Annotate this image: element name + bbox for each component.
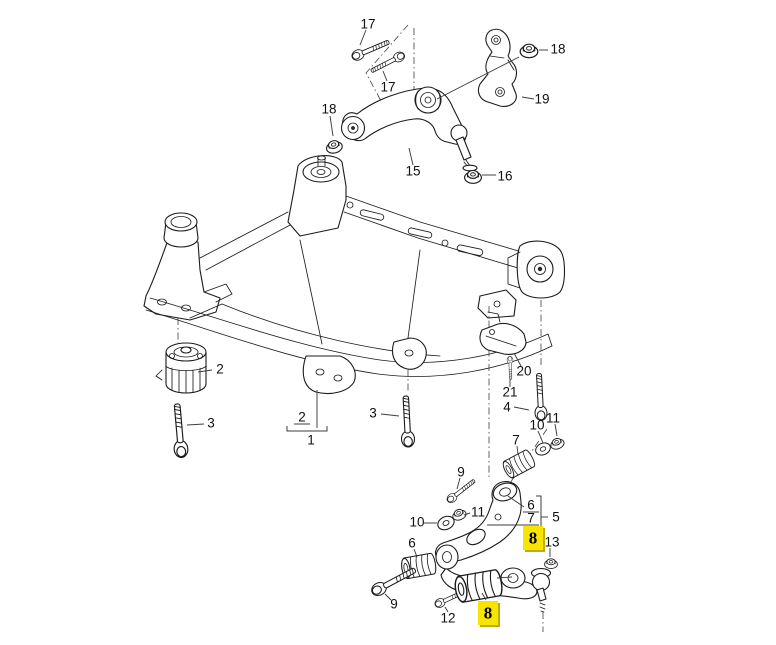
bushing-7 xyxy=(500,448,537,480)
part-label-18: 18 xyxy=(321,102,336,117)
bolt-3-left xyxy=(169,402,190,459)
part-label-3: 3 xyxy=(207,416,215,431)
highlight-box xyxy=(523,526,543,550)
leader-line xyxy=(481,592,487,601)
screw-21 xyxy=(506,356,514,380)
part-label-18: 18 xyxy=(550,42,565,57)
part-label-9: 9 xyxy=(457,465,465,480)
part-label-16: 16 xyxy=(497,169,512,184)
part-label-10: 10 xyxy=(529,418,544,433)
nut-18-left xyxy=(324,138,345,156)
bolt-9-lower xyxy=(368,563,419,599)
part-label-5: 5 xyxy=(552,510,560,525)
leader-line xyxy=(436,56,520,100)
part-label-6: 6 xyxy=(408,536,416,551)
upper-control-arm-15 xyxy=(340,86,478,172)
rubber-mount-2 xyxy=(155,342,207,394)
bolt-17-a xyxy=(349,36,392,63)
leader-line xyxy=(186,423,205,426)
part-label-7: 7 xyxy=(512,433,520,448)
part-label-13: 13 xyxy=(544,535,559,550)
axis-line xyxy=(505,428,548,490)
nut-18-upper xyxy=(519,43,539,59)
part-label-3: 3 xyxy=(369,406,377,421)
upper-control-arm-group xyxy=(324,28,539,184)
bolt-9-upper xyxy=(444,476,478,505)
part-label-9: 9 xyxy=(390,597,398,612)
washer-10-upper xyxy=(533,440,553,458)
part-label-8-highlighted: 8 xyxy=(529,529,538,548)
part-label-6: 6 xyxy=(527,498,535,513)
part-label-21: 21 xyxy=(502,385,517,400)
leader-line xyxy=(359,29,367,46)
leader-line xyxy=(329,115,334,137)
leader-line xyxy=(413,548,418,558)
bolt-3-right xyxy=(398,395,416,448)
leader-line xyxy=(408,147,414,166)
part-label-19: 19 xyxy=(534,92,549,107)
nut-11-upper xyxy=(548,435,566,452)
part-label-2: 2 xyxy=(216,362,224,377)
leader-line xyxy=(521,96,535,100)
leader-line xyxy=(382,70,388,82)
part-label-8-highlighted: 8 xyxy=(484,604,493,623)
nut-13 xyxy=(544,558,558,570)
leader-line xyxy=(384,593,392,601)
leader-line xyxy=(554,423,558,437)
part-label-11: 11 xyxy=(546,411,560,426)
assembly-bracket xyxy=(286,426,328,432)
bushing-8-hydro xyxy=(452,568,505,604)
leader-line xyxy=(463,512,471,516)
part-label-2: 2 xyxy=(298,410,306,425)
leader-line xyxy=(516,445,519,455)
leader-line xyxy=(507,495,525,508)
leader-line xyxy=(444,606,449,613)
ball-joint xyxy=(530,567,552,613)
axis-line xyxy=(365,24,409,115)
leader-line xyxy=(537,430,544,444)
part-label-15: 15 xyxy=(405,164,420,179)
part-label-11: 11 xyxy=(471,505,485,520)
leader-line xyxy=(380,413,400,417)
subframe-crossmember xyxy=(143,155,566,395)
lower-control-arm-group xyxy=(368,435,566,613)
part-label-17: 17 xyxy=(360,17,375,32)
leader-line xyxy=(456,477,461,490)
part-label-7: 7 xyxy=(527,511,535,526)
part-label-12: 12 xyxy=(440,611,455,626)
cover-bracket-20 xyxy=(479,311,527,355)
leader-line xyxy=(513,406,530,411)
mount-hardware-group xyxy=(155,311,548,459)
part-label-20: 20 xyxy=(516,364,531,379)
part-label-4: 4 xyxy=(503,400,511,415)
part-label-1: 1 xyxy=(307,433,315,448)
leader-line xyxy=(496,576,513,579)
leader-line xyxy=(197,369,213,373)
highlight-box xyxy=(478,601,498,625)
part-label-17: 17 xyxy=(380,80,395,95)
leader-line xyxy=(513,352,522,367)
nut-16 xyxy=(464,169,482,184)
part-label-10: 10 xyxy=(409,515,424,530)
